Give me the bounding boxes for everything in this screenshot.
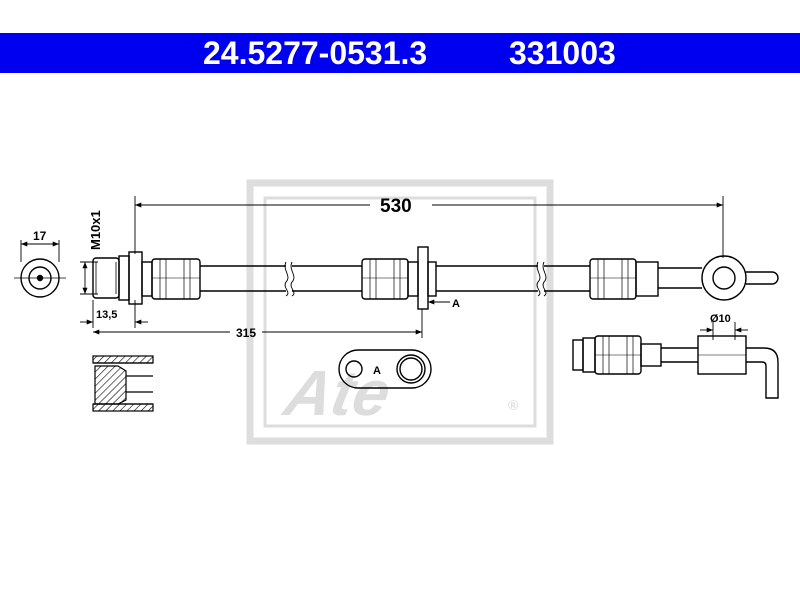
- thread-dimension: [80, 261, 98, 295]
- banjo-side-view: [572, 335, 779, 399]
- section-view: [92, 355, 154, 412]
- fitting-length-label: 315: [236, 326, 256, 340]
- ate-watermark: Ate ®: [246, 179, 554, 445]
- reference-number: 331003: [509, 35, 616, 71]
- part-number: 24.5277-0531.3: [203, 35, 428, 71]
- hex-width-label: 17: [33, 229, 47, 243]
- watermark-brand: Ate: [277, 357, 397, 429]
- title-bar: 24.5277-0531.3 331003: [0, 33, 800, 73]
- fitting-length-dimension: [93, 309, 423, 338]
- length-dimension: [134, 196, 724, 258]
- bracket-detail: [338, 349, 432, 389]
- section-marker-label: A: [452, 298, 460, 310]
- offset-label: 13,5: [96, 309, 117, 321]
- banjo-diameter-dimension: [700, 322, 748, 340]
- banjo-diameter-label: Ø10: [710, 313, 731, 325]
- thread-label: M10x1: [88, 210, 103, 250]
- detail-marker-label: A: [373, 365, 381, 377]
- hose-assembly: [92, 246, 779, 310]
- offset-dimension: [80, 300, 148, 328]
- watermark-registered: ®: [508, 397, 519, 413]
- total-length-label: 530: [380, 196, 412, 217]
- end-view-hex: [14, 240, 66, 298]
